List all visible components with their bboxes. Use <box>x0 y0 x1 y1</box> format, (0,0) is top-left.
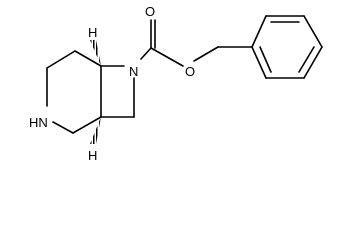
atom-label-hn: HN <box>29 115 48 130</box>
atom-label-carbonyl-o: O <box>145 4 155 19</box>
bond-carbonyl-oester <box>150 47 184 67</box>
benzene-inner-bond-3 <box>259 46 272 73</box>
structure-canvas: HN N O O H H <box>29 4 323 163</box>
benzene-inner-bond-2 <box>298 46 315 73</box>
benzene-ring <box>251 15 323 79</box>
benzene-bond-6 <box>251 46 267 79</box>
benzene-bond-1 <box>251 15 267 48</box>
bond-c2-c3 <box>74 50 102 67</box>
atom-label-h-bottom: H <box>88 148 97 163</box>
bond-c4-c5 <box>72 116 102 134</box>
atom-label-h-top: H <box>88 25 97 40</box>
carbamate-group <box>140 19 253 67</box>
azetidine-ring <box>100 65 135 118</box>
hashed-wedge-bottom <box>90 117 101 144</box>
hashed-wedge-top <box>90 40 101 66</box>
molecule-structure: HN N O O H H <box>29 4 323 163</box>
atom-label-ester-o: O <box>185 64 195 79</box>
bond-c5-n <box>52 121 74 134</box>
benzene-bond-3 <box>303 15 323 48</box>
bond-n-carbonyl <box>140 47 152 60</box>
atom-label-n: N <box>129 64 138 79</box>
piperidine-ring <box>46 50 102 134</box>
bond-c1-c2 <box>46 50 76 69</box>
bond-o-ch2 <box>193 46 219 62</box>
benzene-bond-4 <box>303 46 323 79</box>
